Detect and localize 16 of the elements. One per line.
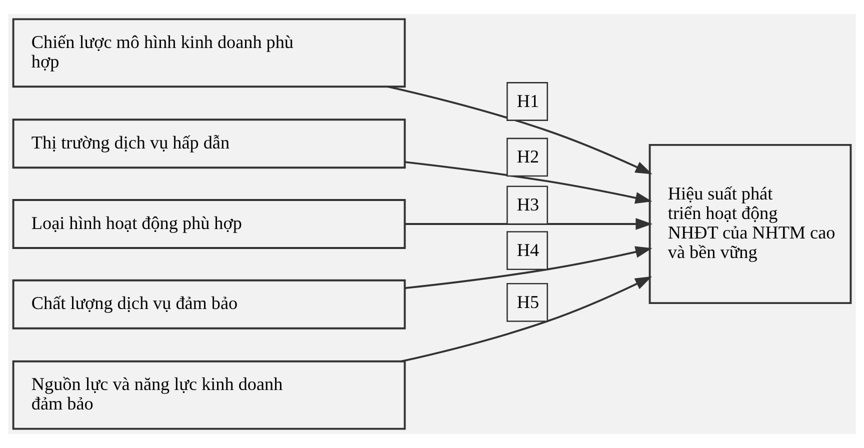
node-box: Thị trường dịch vụ hấp dẫn [12, 118, 406, 169]
edge-label: H2 [516, 146, 540, 167]
edge-label: H3 [516, 194, 540, 215]
node-box: Loại hình hoạt động phù hợp [12, 199, 406, 249]
arrow [401, 276, 652, 362]
edge-label: H5 [516, 292, 540, 312]
edge-label: H1 [516, 90, 540, 111]
arrow [404, 161, 652, 204]
node-box: Hiệu suất phát triển hoạt động NHĐT của NHTM cao và bền vững [648, 144, 852, 304]
arrow [388, 86, 652, 174]
arrow [404, 218, 653, 230]
arrow [405, 246, 652, 290]
node-box: Chiến lược mô hình kinh doanh phù hợp [12, 18, 406, 88]
node-box: Nguồn lực và năng lực kinh doanh đảm bảo [12, 360, 406, 430]
edge-label: H4 [516, 240, 540, 260]
node-box: Chất lượng dịch vụ đảm bảo [12, 279, 406, 330]
